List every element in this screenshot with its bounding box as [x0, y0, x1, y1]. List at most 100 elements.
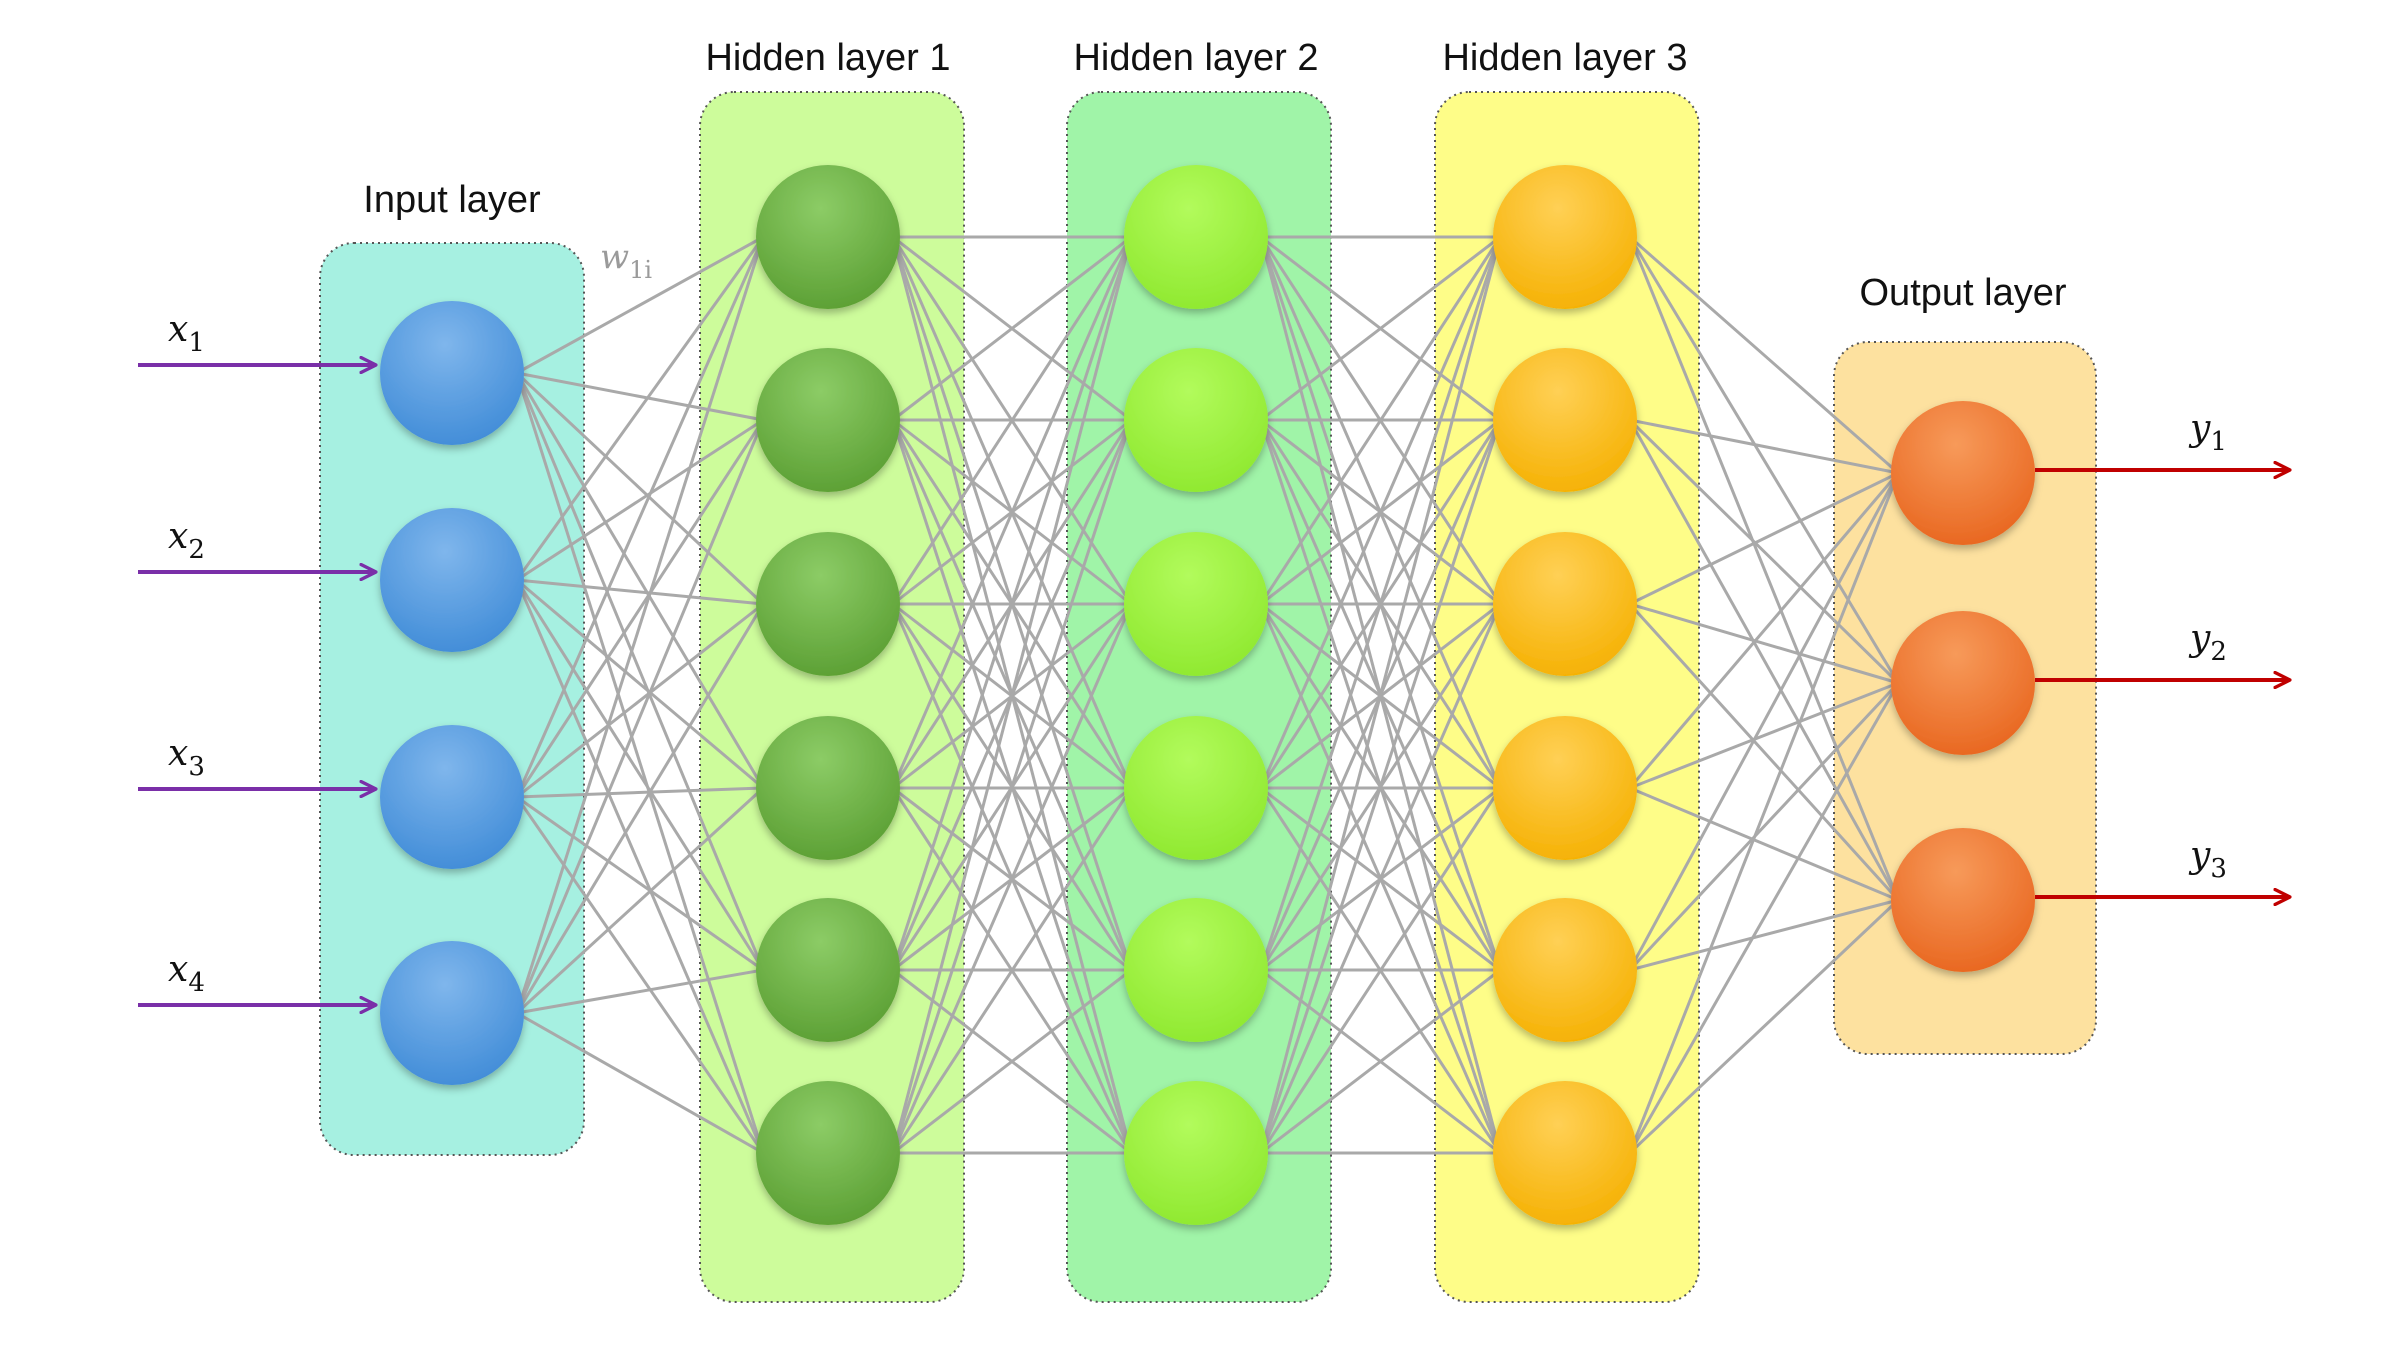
edge-0-3-0	[515, 236, 765, 1014]
edge-0-3-1	[515, 419, 765, 1014]
edge-0-1-5	[515, 579, 765, 1154]
layer-titles: Input layer Hidden layer 1 Hidden layer 2 H…	[363, 37, 2067, 314]
edge-0-0-0	[516, 235, 764, 375]
edge-0-0-4	[515, 372, 765, 971]
edge-3-5-0	[1628, 472, 1900, 1154]
edge-2-5-2	[1259, 603, 1502, 1154]
edge-0-3-4	[516, 968, 764, 1015]
edge-2-2-0	[1259, 236, 1502, 605]
edge-1-4-0	[891, 236, 1133, 971]
edge-3-0-2	[1628, 236, 1900, 901]
edge-0-1-0	[515, 236, 765, 581]
weight-label-w1i: w1i	[600, 237, 652, 284]
node-layer4-0	[1891, 401, 2035, 545]
layer-panel-0	[319, 242, 585, 1156]
edge-1-3-0	[891, 236, 1133, 789]
node-layer0-1	[380, 508, 524, 652]
node-layer3-0	[1493, 165, 1637, 309]
edge-0-2-3	[516, 786, 764, 799]
edge-0-1-2	[516, 578, 764, 606]
edge-3-3-1	[1629, 681, 1899, 790]
edge-0-3-2	[515, 603, 765, 1014]
node-layer1-4	[756, 898, 900, 1042]
input-label-x2: x2	[168, 516, 205, 565]
edge-0-0-1	[516, 371, 764, 422]
node-layer3-3	[1493, 716, 1637, 860]
edge-1-5-4	[891, 968, 1133, 1155]
edge-3-1-0	[1629, 418, 1899, 475]
node-layer2-0	[1124, 165, 1268, 309]
edge-2-3-0	[1259, 236, 1502, 789]
io-arrows	[138, 365, 2290, 1005]
node-layer1-1	[756, 348, 900, 492]
edge-0-3-5	[516, 1011, 764, 1155]
edge-2-5-4	[1259, 968, 1502, 1155]
edge-2-5-0	[1259, 236, 1502, 1154]
edge-0-0-2	[515, 371, 765, 606]
edge-1-1-0	[891, 235, 1133, 422]
node-layer2-5	[1124, 1081, 1268, 1225]
edge-0-2-4	[515, 795, 765, 972]
layer-title-0: Input layer	[363, 179, 541, 221]
output-label-y3: y3	[2188, 835, 2227, 884]
node-layer2-3	[1124, 716, 1268, 860]
edge-0-1-3	[515, 578, 765, 790]
edge-1-2-0	[891, 236, 1133, 605]
layer-title-4: Output layer	[1860, 272, 2067, 314]
edge-3-5-2	[1628, 898, 1900, 1155]
node-layer0-0	[380, 301, 524, 445]
edge-0-2-1	[515, 419, 765, 798]
input-label-x3: x3	[168, 733, 205, 782]
edge-3-3-2	[1629, 786, 1899, 902]
output-label-y1: y1	[2188, 408, 2227, 457]
layer-title-3: Hidden layer 3	[1442, 37, 1687, 79]
node-layer2-2	[1124, 532, 1268, 676]
node-layer1-3	[756, 716, 900, 860]
node-layer3-4	[1493, 898, 1637, 1042]
edge-3-3-0	[1628, 472, 1900, 789]
node-layer3-1	[1493, 348, 1637, 492]
edge-3-0-0	[1628, 235, 1900, 475]
edge-2-5-1	[1259, 419, 1502, 1154]
edge-0-0-5	[515, 372, 765, 1154]
edge-0-3-3	[515, 786, 765, 1015]
edge-3-0-1	[1628, 236, 1900, 684]
node-layer0-3	[380, 941, 524, 1085]
output-label-y2: y2	[2188, 618, 2227, 667]
neuron-nodes	[380, 165, 2035, 1225]
node-layer0-2	[380, 725, 524, 869]
node-layer3-5	[1493, 1081, 1637, 1225]
node-layer4-1	[1891, 611, 2035, 755]
edge-3-4-1	[1628, 681, 1900, 972]
edge-3-2-1	[1629, 602, 1899, 685]
edge-3-4-0	[1628, 472, 1900, 971]
edge-1-5-1	[891, 419, 1133, 1154]
edge-0-1-4	[515, 579, 765, 971]
node-layer1-0	[756, 165, 900, 309]
node-layer1-5	[756, 1081, 900, 1225]
node-layer4-2	[1891, 828, 2035, 972]
edge-0-2-0	[515, 236, 765, 798]
node-layer2-1	[1124, 348, 1268, 492]
edge-0-2-5	[515, 796, 765, 1154]
node-layer1-2	[756, 532, 900, 676]
edge-1-5-2	[891, 603, 1133, 1154]
edge-2-1-0	[1259, 235, 1502, 422]
edge-2-5-3	[1259, 787, 1502, 1154]
edge-3-1-2	[1628, 419, 1900, 901]
edge-3-4-2	[1629, 898, 1899, 972]
connection-edges	[515, 235, 1900, 1155]
layer-title-1: Hidden layer 1	[705, 37, 950, 79]
edge-0-0-3	[515, 372, 765, 789]
edge-1-5-0	[891, 236, 1133, 1154]
edge-0-1-1	[515, 418, 765, 582]
edge-1-5-3	[891, 787, 1133, 1154]
layer-title-2: Hidden layer 2	[1073, 37, 1318, 79]
edge-3-2-0	[1629, 471, 1899, 606]
edge-3-2-2	[1628, 602, 1900, 902]
input-label-x4: x4	[168, 949, 205, 998]
edge-3-1-1	[1628, 418, 1900, 685]
edge-0-2-2	[515, 602, 765, 799]
